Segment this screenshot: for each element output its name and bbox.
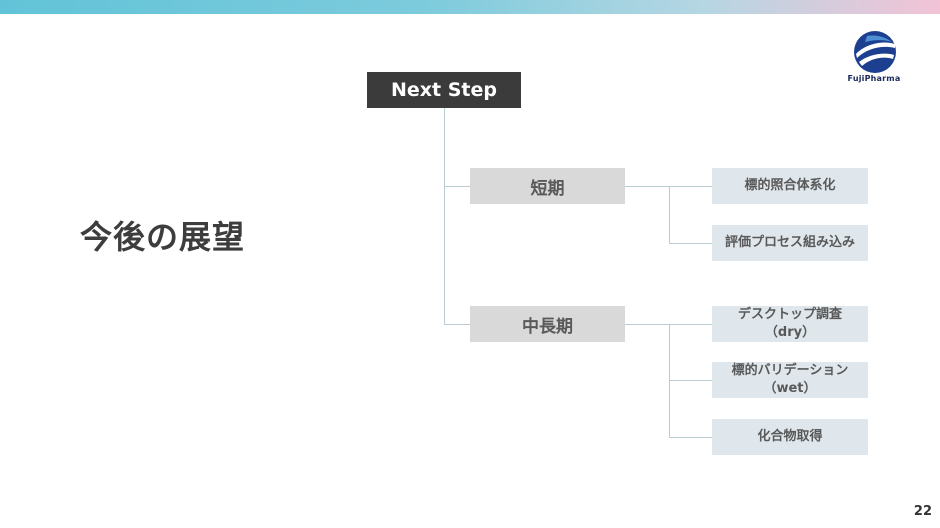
leaf-node-target-validation: 標的バリデーション （wet） — [712, 362, 868, 398]
leaf-label-line1: 標的照合体系化 — [744, 178, 836, 193]
leaf-label-line1: デスクトップ調査 — [737, 307, 842, 322]
leaf-label-line2: （wet） — [763, 381, 817, 396]
header-gradient-bar — [0, 0, 940, 14]
leaf-node-evaluation-process: 評価プロセス組み込み — [712, 225, 868, 261]
leaf-label-line1: 標的バリデーション — [731, 363, 849, 378]
leaf-label-line1: 評価プロセス組み込み — [724, 235, 855, 250]
leaf-label-line1: 化合物取得 — [757, 429, 823, 444]
root-node-next-step: Next Step — [367, 72, 521, 108]
logo-wordmark: FujiPharma — [847, 74, 901, 83]
company-logo: FujiPharma — [832, 30, 916, 86]
branch-node-short-term: 短期 — [470, 168, 625, 204]
leaf-node-desktop-research: デスクトップ調査 （dry） — [712, 306, 868, 342]
leaf-label-line2: （dry） — [764, 325, 816, 340]
leaf-node-target-matching: 標的照合体系化 — [712, 168, 868, 204]
branch-node-mid-long-term: 中長期 — [470, 306, 625, 342]
page-title: 今後の展望 — [80, 218, 246, 256]
logo-globe-icon — [854, 31, 896, 73]
page-number: 22 — [913, 504, 932, 519]
leaf-node-compound-acquisition: 化合物取得 — [712, 419, 868, 455]
